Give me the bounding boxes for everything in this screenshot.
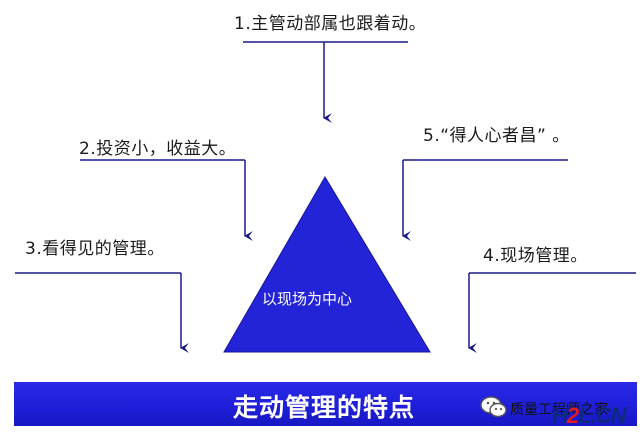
connector-item3 bbox=[15, 272, 189, 353]
site-logo: H2L.CN bbox=[552, 403, 626, 428]
center-triangle bbox=[223, 176, 431, 353]
label-item3: 3.看得见的管理。 bbox=[25, 239, 165, 259]
connector-item1 bbox=[243, 41, 408, 123]
label-item5: 5.“得人心者昌” 。 bbox=[423, 126, 570, 146]
triangle-label: 以现场为中心 bbox=[262, 290, 353, 308]
banner-bar bbox=[14, 382, 637, 426]
wechat-icon bbox=[480, 395, 508, 423]
label-item2: 2.投资小，收益大。 bbox=[79, 139, 237, 159]
banner-title: 走动管理的特点 bbox=[233, 393, 416, 422]
watermark-text: 质量工程师之家 bbox=[510, 402, 608, 418]
connector-item2 bbox=[80, 159, 253, 241]
connector-item4 bbox=[468, 272, 636, 353]
connector-item5 bbox=[402, 159, 568, 241]
label-item4: 4.现场管理。 bbox=[483, 246, 588, 266]
watermark: 质量工程师之家 bbox=[470, 395, 636, 423]
label-item1: 1.主管动部属也跟着动。 bbox=[234, 14, 427, 34]
